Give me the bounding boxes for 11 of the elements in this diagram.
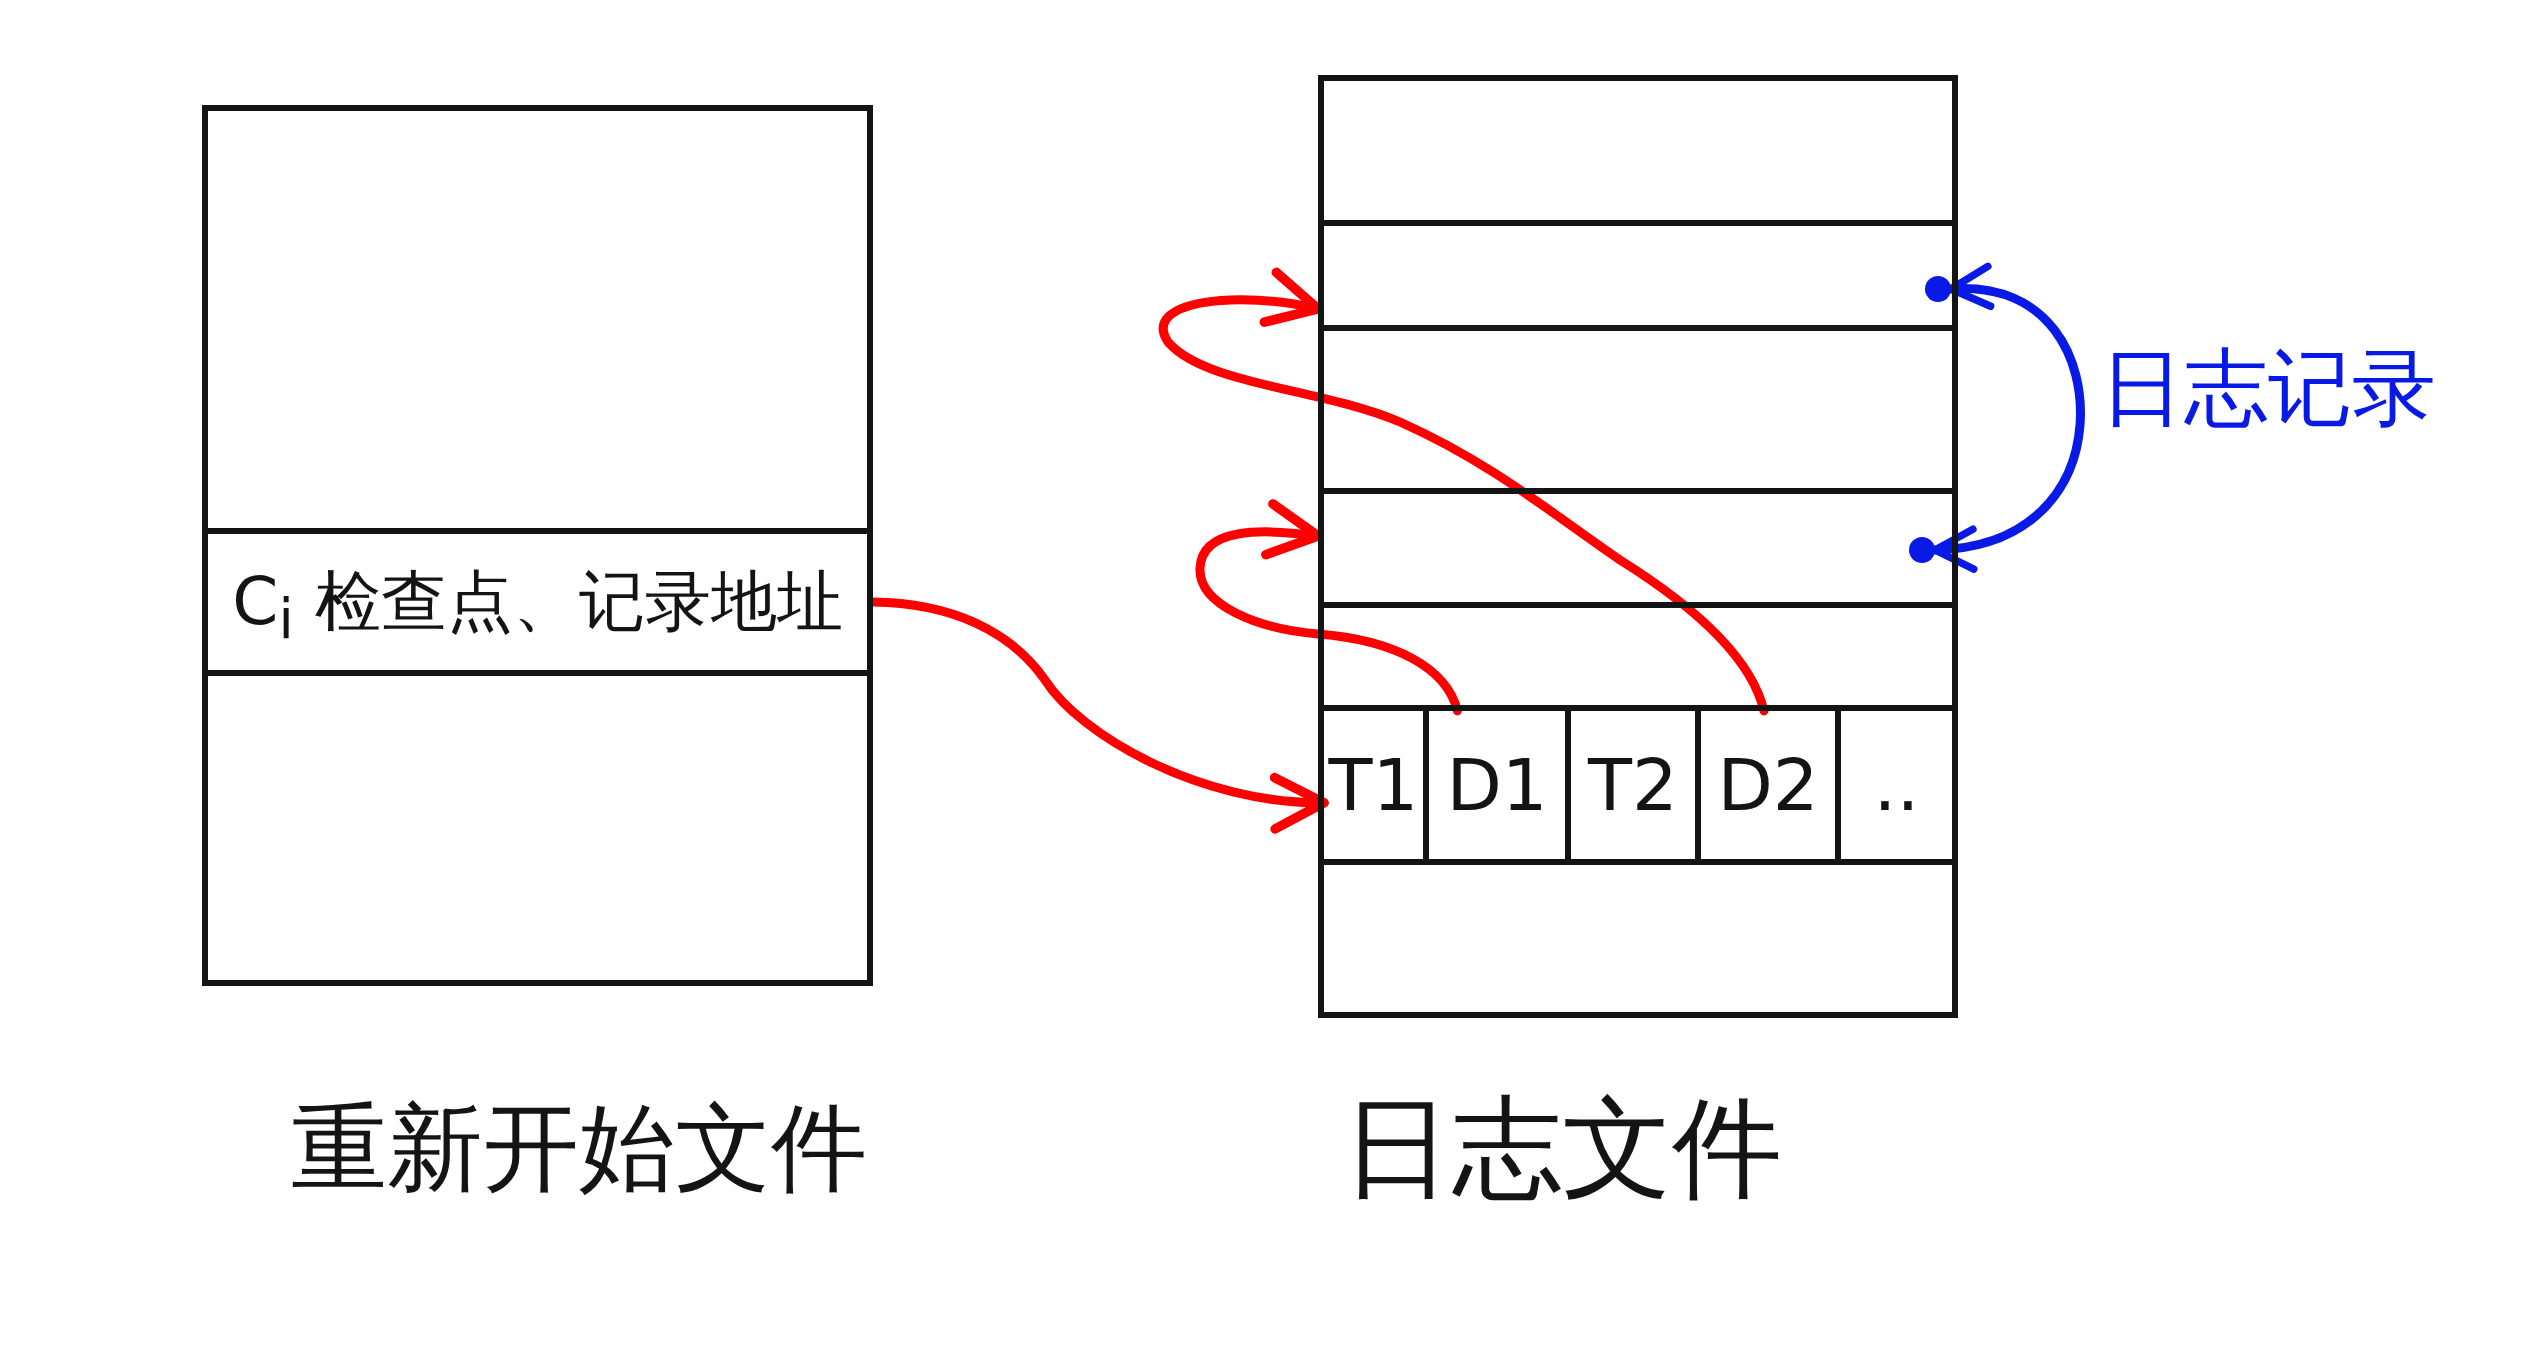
table-cell: D2 bbox=[1701, 711, 1841, 859]
table-cell: T2 bbox=[1571, 711, 1701, 859]
arrow bbox=[1159, 269, 1769, 716]
table-cell: T1 bbox=[1324, 711, 1429, 859]
table-cell: .. bbox=[1841, 711, 1952, 859]
title-text: 重新开始文件 bbox=[291, 1093, 867, 1204]
table-cell: D1 bbox=[1429, 711, 1571, 859]
title-text: 日志文件 bbox=[1342, 1085, 1782, 1212]
dot-icon bbox=[1925, 276, 1951, 302]
arrow bbox=[1195, 499, 1462, 716]
dot-icon bbox=[1909, 537, 1935, 563]
